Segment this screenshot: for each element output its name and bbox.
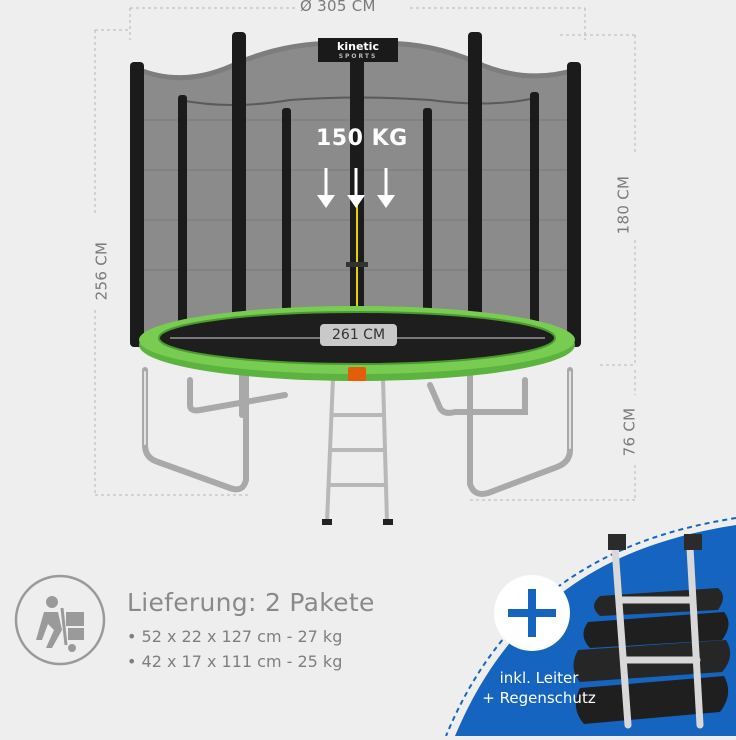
net-poles	[130, 32, 581, 372]
entrance-buckle	[348, 367, 366, 381]
promo-line-ladder: inkl. Leiter	[499, 669, 579, 687]
weight-limit-label: 150 KG	[316, 126, 408, 151]
dimension-lines	[94, 7, 636, 501]
delivery-package-item: 42 x 17 x 111 cm - 25 kg	[127, 649, 343, 674]
weight-arrows	[317, 168, 395, 208]
total-height-label: 256 CM	[92, 241, 111, 301]
plus-icon	[494, 575, 570, 651]
promo-text: inkl. Leiter + Regenschutz	[459, 668, 619, 708]
brand-tagline: SPORTS	[338, 52, 378, 60]
promo-line-rain-cover: + Regenschutz	[482, 689, 596, 707]
delivery-package-list: 52 x 22 x 127 cm - 27 kg 42 x 17 x 111 c…	[127, 624, 343, 674]
frame-legs	[142, 367, 573, 497]
ladder	[325, 377, 389, 523]
net-height-label: 180 CM	[614, 175, 633, 235]
frame-legs-highlight	[144, 371, 571, 449]
ladder-product	[611, 544, 704, 729]
brand-logo: kinetic SPORTS	[318, 38, 398, 62]
delivery-title: Lieferung: 2 Pakete	[127, 588, 375, 617]
frame-height-label: 76 CM	[620, 407, 639, 457]
diameter-label: Ø 305 CM	[300, 0, 376, 15]
mat-diameter-label: 261 CM	[320, 324, 398, 346]
brand-name: kinetic	[337, 39, 379, 53]
delivery-package-item: 52 x 22 x 127 cm - 27 kg	[127, 624, 343, 649]
delivery-hand-truck-icon	[14, 574, 106, 666]
